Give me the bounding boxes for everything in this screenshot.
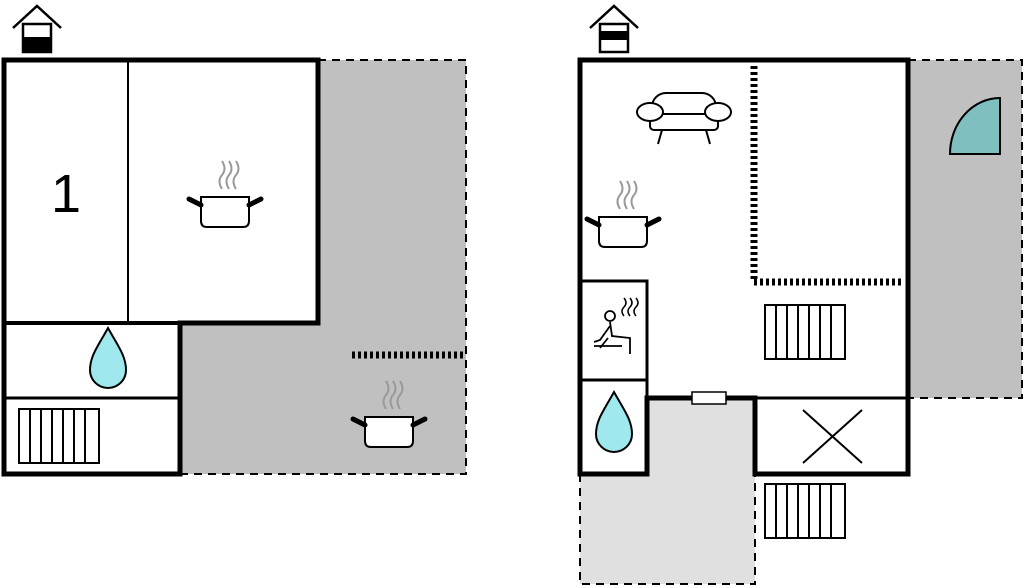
upper-floor-plan	[577, 4, 1023, 585]
cross-icon	[802, 409, 863, 464]
stairs-icon	[764, 304, 846, 360]
house-upper-floor-icon	[588, 4, 640, 54]
sofa-icon	[636, 92, 732, 145]
bedroom-label: 1	[51, 164, 81, 224]
sauna-person-icon	[593, 297, 639, 354]
exterior-stairs-icon	[764, 483, 846, 539]
entrance-terrace	[580, 398, 755, 584]
stairs-icon	[18, 408, 100, 464]
house-ground-floor-icon	[11, 4, 63, 54]
ground-floor-plan: 1	[1, 4, 467, 477]
terrace	[180, 60, 466, 474]
shower-corner-icon	[948, 96, 1001, 155]
balcony	[908, 60, 1022, 398]
